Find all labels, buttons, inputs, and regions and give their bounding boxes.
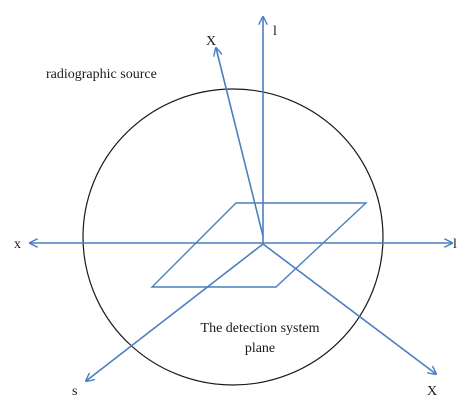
detection-plane [150,202,368,288]
source-circle [82,88,384,386]
label-axis-X-upper: X [206,34,216,49]
axis-s [86,243,264,381]
label-axis-l-up: l [273,24,277,39]
label-axis-X-lower: X [427,384,437,399]
label-radiographic-source: radiographic source [46,67,157,82]
label-axis-s: s [72,384,77,399]
label-plane-line1: The detection system [201,321,320,336]
axis-X-lower [262,243,436,374]
axis-X-upper [216,48,264,237]
label-axis-l-right: l [453,237,457,252]
label-plane-line2: plane [245,341,275,356]
label-axis-x-left: x [14,237,21,252]
